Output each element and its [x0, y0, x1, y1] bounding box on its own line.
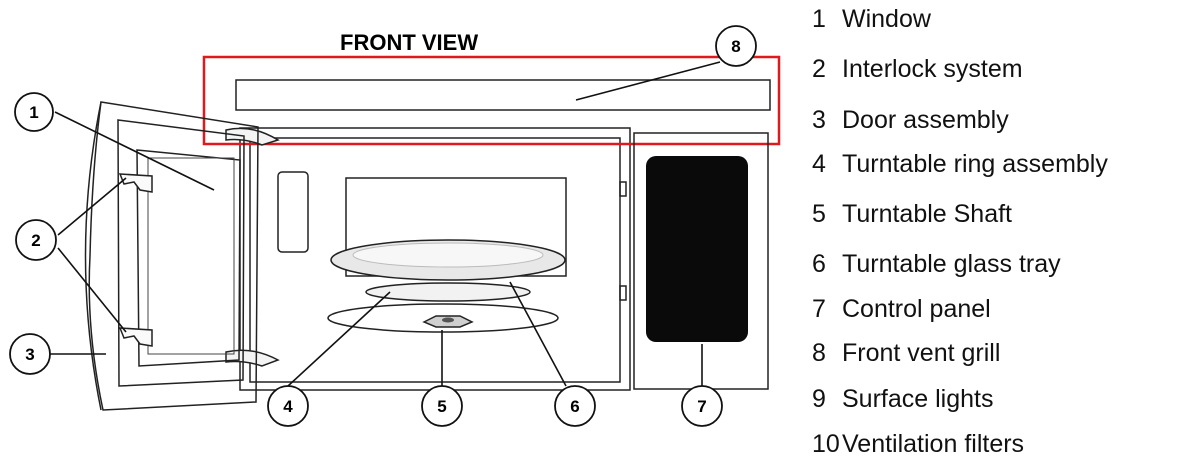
callout-1: 1 [14, 92, 54, 132]
legend-number: 1 [812, 5, 826, 33]
turntable-shaft [422, 315, 474, 328]
callout-3: 3 [9, 333, 51, 375]
legend-number: 8 [812, 339, 826, 367]
callout-6: 6 [554, 385, 596, 427]
legend-item-9: 9 Surface lights [812, 385, 993, 414]
legend-number: 6 [812, 250, 826, 278]
legend-number: 7 [812, 295, 826, 323]
door-assembly [84, 101, 259, 411]
callout-5: 5 [421, 385, 463, 427]
front-vent-grill-highlight [202, 55, 781, 146]
svg-text:4: 4 [283, 397, 293, 416]
legend-label: Door assembly [842, 106, 1009, 134]
parts-legend: 1 Window 2 Interlock system 3 Door assembly… [812, 0, 1197, 468]
legend-number: 5 [812, 200, 826, 228]
callout-4: 4 [267, 385, 309, 427]
legend-label: Turntable glass tray [842, 250, 1061, 278]
control-panel [633, 132, 769, 390]
turntable-glass-tray [330, 239, 566, 281]
legend-item-8: 8 Front vent grill [812, 339, 1000, 368]
legend-number: 4 [812, 150, 826, 178]
legend-item-4: 4 Turntable ring assembly [812, 150, 1108, 179]
legend-label: Turntable ring assembly [842, 150, 1108, 178]
callout-2: 2 [15, 219, 57, 261]
svg-text:6: 6 [570, 397, 579, 416]
legend-label: Interlock system [842, 55, 1023, 83]
svg-text:8: 8 [731, 37, 740, 56]
legend-number: 2 [812, 55, 826, 83]
callout-7: 7 [681, 385, 723, 427]
svg-text:7: 7 [697, 397, 706, 416]
svg-text:1: 1 [29, 103, 38, 122]
legend-number: 3 [812, 106, 826, 134]
legend-item-5: 5 Turntable Shaft [812, 200, 1012, 229]
svg-text:3: 3 [25, 345, 34, 364]
legend-label: Ventilation filters [842, 430, 1025, 458]
svg-text:5: 5 [437, 397, 446, 416]
diagram-title: FRONT VIEW [340, 30, 478, 55]
legend-item-1: 1 Window [812, 5, 931, 34]
legend-number: 9 [812, 385, 826, 413]
callout-8: 8 [715, 25, 757, 67]
legend-label: Surface lights [842, 385, 994, 413]
legend-label: Front vent grill [842, 339, 1001, 367]
legend-item-3: 3 Door assembly [812, 106, 1009, 135]
legend-item-7: 7 Control panel [812, 295, 991, 324]
legend-label: Control panel [842, 295, 991, 323]
legend-number: 10 [812, 430, 840, 458]
svg-text:2: 2 [31, 231, 40, 250]
interlock-latches [118, 173, 153, 347]
legend-item-10: 10Ventilation filters [812, 430, 1024, 459]
legend-item-2: 2 Interlock system [812, 55, 1023, 84]
legend-label: Window [842, 5, 931, 33]
door-window [147, 157, 235, 355]
turntable-ring [365, 282, 531, 302]
legend-label: Turntable Shaft [842, 200, 1013, 228]
microwave-front-view-diagram: FRONT VIEW [9, 25, 781, 427]
turntable-recess [327, 303, 559, 333]
legend-item-6: 6 Turntable glass tray [812, 250, 1061, 279]
leader-lines [50, 61, 721, 387]
